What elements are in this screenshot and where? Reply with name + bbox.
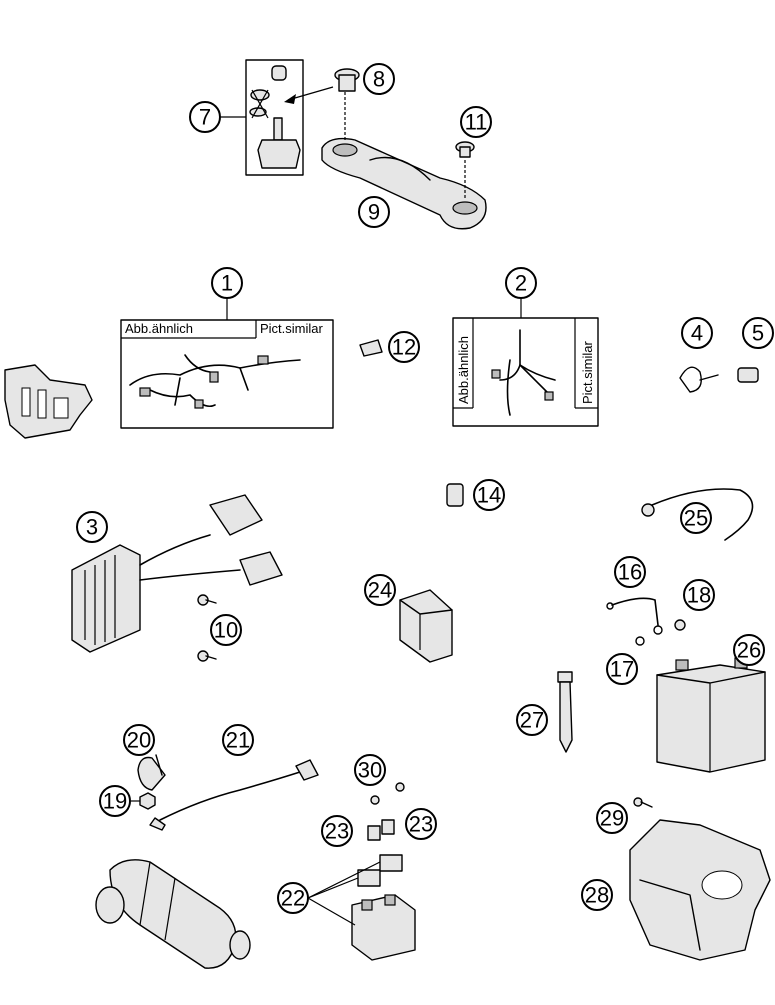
svg-text:10: 10 (214, 618, 238, 643)
part-21-starter-cable (149, 759, 319, 831)
callout-20: 20 (123, 724, 155, 756)
svg-text:29: 29 (600, 806, 624, 831)
svg-text:5: 5 (752, 321, 764, 346)
callout-23-right: 23 (405, 808, 437, 840)
part-23-fuses (367, 819, 395, 841)
callout-26: 26 (733, 634, 765, 666)
svg-text:19: 19 (103, 789, 127, 814)
callout-3: 3 (76, 511, 108, 543)
callout-17: 17 (606, 653, 638, 685)
svg-text:26: 26 (737, 638, 761, 663)
callout-21: 21 (222, 724, 254, 756)
part-19-nut (139, 792, 156, 810)
callout-12: 12 (388, 331, 420, 363)
svg-text:8: 8 (373, 67, 385, 92)
part-5-clip (737, 367, 759, 383)
part-30-screws (370, 782, 405, 805)
svg-text:11: 11 (465, 110, 488, 135)
box1-label-right: Pict.similar (260, 321, 324, 336)
box2-label-right: Pict.similar (580, 340, 595, 404)
svg-text:27: 27 (520, 708, 544, 733)
callout-11: 11 (460, 106, 492, 138)
svg-text:3: 3 (86, 515, 98, 540)
part-20-cap (137, 754, 166, 791)
part-18-bolt (674, 619, 686, 631)
callout-24: 24 (364, 574, 396, 606)
part-29-screw (633, 797, 653, 808)
svg-text:21: 21 (226, 728, 250, 753)
svg-text:23: 23 (325, 819, 349, 844)
box2-label-left: Abb.ähnlich (456, 336, 471, 404)
part-8-plug (334, 68, 360, 92)
callout-27: 27 (516, 704, 548, 736)
part-26-battery (656, 657, 766, 773)
svg-text:17: 17 (610, 657, 634, 682)
callout-25: 25 (680, 502, 712, 534)
callout-30: 30 (354, 754, 386, 786)
part-9-triple-clamp (321, 92, 487, 230)
part-24-relay (399, 589, 453, 663)
part-1-wiring-harness-box (120, 297, 334, 429)
callout-28: 28 (581, 879, 613, 911)
part-28-battery-box (629, 819, 771, 961)
part-27-fuse-puller (557, 671, 573, 753)
part-14-connector (446, 483, 464, 507)
svg-text:24: 24 (368, 578, 392, 603)
svg-text:22: 22 (281, 886, 305, 911)
callout-2: 2 (505, 267, 537, 299)
bracket-left (4, 364, 93, 439)
part-12-small-part (359, 339, 383, 357)
part-22-starter-relay (307, 854, 416, 961)
part-4-cable-tie (679, 366, 719, 393)
callout-22: 22 (277, 882, 309, 914)
svg-text:12: 12 (392, 335, 416, 360)
callout-19: 19 (99, 785, 131, 817)
svg-text:16: 16 (618, 560, 642, 585)
box1-label-left: Abb.ähnlich (125, 321, 193, 336)
callout-1: 1 (211, 267, 243, 299)
svg-text:28: 28 (585, 883, 609, 908)
svg-text:9: 9 (368, 200, 380, 225)
svg-text:4: 4 (691, 321, 703, 346)
part-25-cable (641, 488, 754, 541)
starter-motor (95, 859, 251, 969)
callout-9: 9 (358, 196, 390, 228)
callout-10: 10 (210, 614, 242, 646)
svg-text:18: 18 (687, 583, 711, 608)
callout-16: 16 (614, 556, 646, 588)
callout-14: 14 (473, 479, 505, 511)
svg-text:25: 25 (684, 506, 708, 531)
svg-text:14: 14 (477, 483, 501, 508)
svg-text:2: 2 (515, 271, 527, 296)
svg-text:7: 7 (199, 105, 211, 130)
callout-18: 18 (683, 579, 715, 611)
callout-29: 29 (596, 802, 628, 834)
part-16-cable (606, 597, 663, 635)
svg-text:20: 20 (127, 728, 151, 753)
part-7-lock-set (245, 59, 304, 176)
part-17-washer (635, 636, 645, 646)
part-2-wiring-harness-box (452, 297, 599, 427)
svg-text:30: 30 (358, 758, 382, 783)
callout-5: 5 (742, 317, 774, 349)
svg-text:23: 23 (409, 812, 433, 837)
callout-7: 7 (189, 101, 221, 133)
callout-23-left: 23 (321, 815, 353, 847)
callout-4: 4 (681, 317, 713, 349)
part-11-plug (455, 141, 475, 158)
part-3-voltage-regulator (71, 494, 283, 653)
svg-text:1: 1 (221, 271, 233, 296)
callout-8: 8 (363, 63, 395, 95)
part-10-screws (197, 594, 217, 662)
